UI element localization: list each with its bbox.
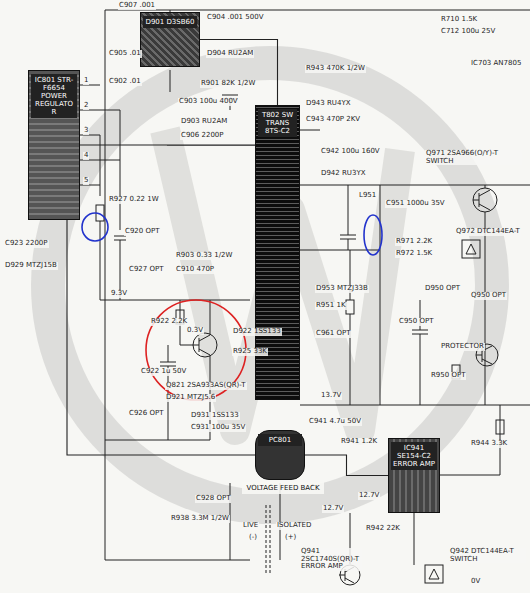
part-label: 2	[83, 102, 89, 110]
part-label: ISOLATED	[276, 522, 312, 530]
part-label: D922 1SS133	[232, 328, 282, 336]
component-block: IC941 SE154-C2 ERROR AMP	[388, 438, 440, 513]
component-label: IC941 SE154-C2 ERROR AMP	[391, 442, 437, 470]
part-label: D929 MTZJ15B	[4, 262, 58, 270]
part-label: IC703 AN7805	[470, 60, 522, 68]
part-label: C910 470P	[175, 266, 215, 274]
part-label: Q941 2SC1740S(QR)-T ERROR AMP	[300, 548, 362, 571]
part-label: C904 .001 500V	[206, 14, 264, 22]
part-label: C907 .001	[118, 2, 156, 10]
part-label: Q942 DTC144EA-T SWITCH	[449, 548, 526, 563]
part-label: Q950 OPT	[470, 292, 507, 300]
part-label: L951	[358, 192, 377, 200]
part-label: D921 MTZJ5.6	[165, 394, 216, 402]
part-label: C950 OPT	[398, 318, 434, 326]
wire-connector	[200, 40, 278, 106]
component-block: T802 SW TRANS 8TS-C2	[255, 105, 300, 400]
part-label: R922 2.2K	[150, 318, 188, 326]
part-label: C927 OPT	[128, 266, 164, 274]
part-label: R941 1.2K	[340, 438, 378, 446]
part-label: R925 33K	[232, 348, 268, 356]
part-label: C926 OPT	[128, 410, 164, 418]
part-label: R972 1.5K	[395, 250, 433, 258]
part-label: 12.7V	[322, 505, 344, 513]
part-label: 9.3V	[110, 290, 128, 298]
part-label: C712 100u 25V	[440, 28, 496, 36]
part-label: R950 OPT	[430, 372, 466, 380]
part-label: D942 RU3YX	[320, 170, 367, 178]
part-label: PROTECTOR	[440, 343, 485, 351]
part-label: R710 1.5K	[440, 16, 478, 24]
part-label: C931 100u 35V	[190, 424, 246, 432]
component-label: T802 SW TRANS 8TS-C2	[258, 109, 297, 137]
part-label: D904 RU2AM	[206, 50, 254, 58]
part-label: 0.3V	[186, 327, 204, 335]
part-label: C902 .01	[108, 78, 142, 86]
part-label: LIVE	[242, 522, 259, 530]
part-label: D953 MTZJ33B	[315, 285, 369, 293]
part-label: R942 22K	[365, 525, 401, 533]
part-label: C906 2200P	[180, 132, 225, 140]
part-label: Q971 2SA966(O/Y)-T SWITCH	[425, 150, 522, 165]
wire-connector	[305, 455, 388, 476]
part-label: 1	[83, 77, 89, 85]
part-label: C903 100u 400V	[178, 98, 239, 106]
part-label: C941 4.7u 50V	[308, 418, 362, 426]
wire-connector	[80, 144, 255, 145]
component-block: D901 D3SB60	[140, 12, 200, 67]
part-label: C928 OPT	[195, 495, 231, 503]
part-label: 4	[83, 152, 89, 160]
component-block: IC801 STR-F6654 POWER REGULATOR	[28, 70, 80, 220]
part-label: D950 OPT	[424, 285, 461, 293]
part-label: R903 0.33 1/2W	[175, 252, 233, 260]
component-block: PC801VOLTAGE FEED BACK	[255, 430, 305, 480]
part-label: C942 100u 160V	[320, 148, 381, 156]
part-label: (-)	[248, 534, 258, 542]
part-label: C943 470P 2KV	[305, 116, 361, 124]
part-label: R944 3.3K	[470, 440, 508, 448]
part-label: R971 2.2K	[395, 238, 433, 246]
part-label: R938 3.3M 1/2W	[170, 515, 230, 523]
part-label: R951 1K	[315, 302, 347, 310]
component-label: VOLTAGE FEED BACK	[242, 482, 324, 494]
part-label: C961 OPT	[315, 330, 351, 338]
wire-connector	[67, 220, 255, 455]
part-label: C922 1u 50V	[140, 368, 187, 376]
part-label: R927 0.22 1W	[108, 196, 160, 204]
part-label: C951 1000u 35V	[385, 200, 446, 208]
part-label: C920 OPT	[124, 228, 160, 236]
part-label: C905 .01	[108, 50, 142, 58]
part-label: C923 2200P	[4, 240, 49, 248]
part-label: Q821 2SA933AS(QR)-T	[165, 382, 247, 390]
part-label: 5	[83, 177, 89, 185]
part-label: R901 82K 1/2W	[200, 80, 256, 88]
part-label: R943 470K 1/2W	[305, 65, 366, 73]
part-label: 12.7V	[358, 492, 380, 500]
part-label: D943 RU4YX	[305, 100, 352, 108]
part-label: D903 RU2AM	[180, 118, 228, 126]
part-label: D931 1SS133	[190, 412, 240, 420]
component-label: IC801 STR-F6654 POWER REGULATOR	[31, 74, 77, 118]
part-label: 13.7V	[320, 392, 342, 400]
part-label: 3	[83, 127, 89, 135]
component-label: PC801	[258, 434, 302, 446]
component-label: D901 D3SB60	[143, 16, 197, 28]
part-label: (+)	[284, 534, 297, 542]
part-label: Q972 DTC144EA-T	[455, 228, 521, 236]
part-label: 0V	[470, 578, 481, 586]
